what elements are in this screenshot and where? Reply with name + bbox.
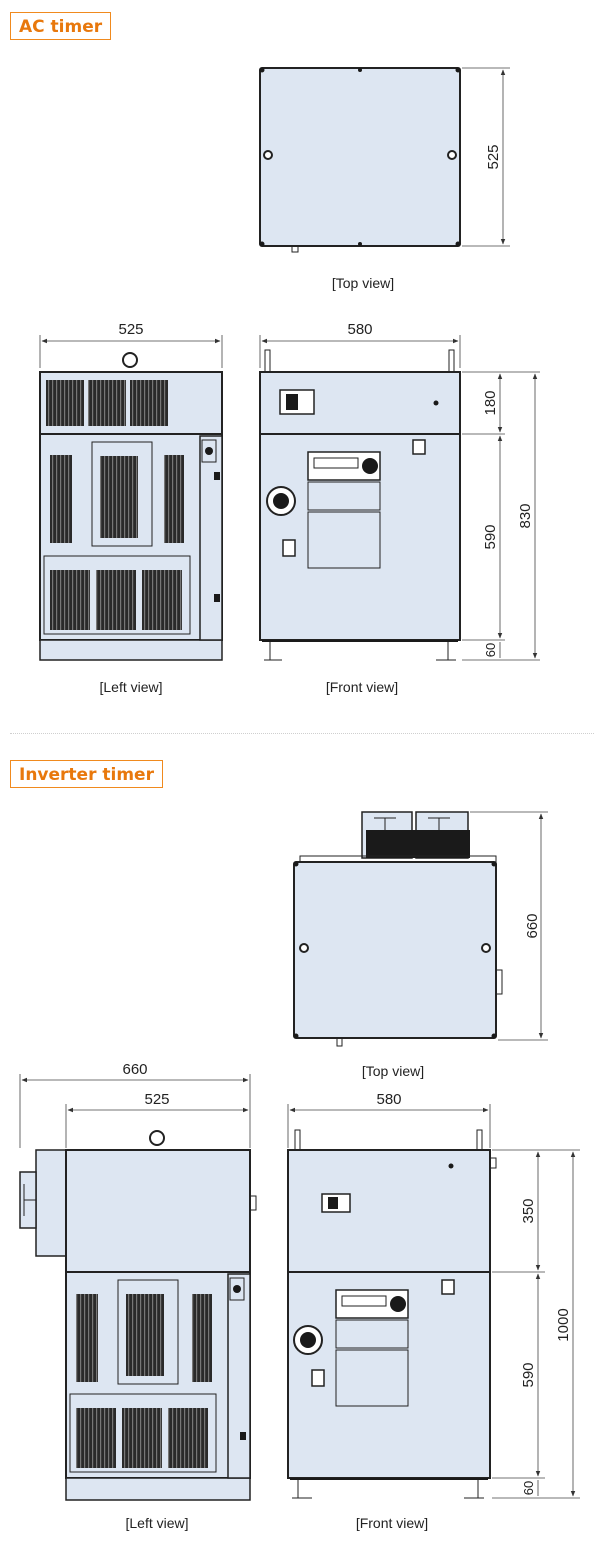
ac-front-dim-total: 830 [517,503,534,528]
ac-top-view [259,67,510,253]
inverter-front-dim-upper: 350 [520,1198,537,1223]
inverter-top-dim-depth: 660 [524,913,541,938]
inverter-left-dim-width: 525 [144,1091,169,1108]
inverter-timer-title: Inverter timer [10,760,163,788]
inverter-top-view [293,811,548,1047]
ac-top-caption: [Top view] [332,275,394,291]
inverter-front-dim-middle: 590 [520,1362,537,1387]
ac-front-dim-base: 60 [483,643,498,657]
ac-timer-title: AC timer [10,12,112,40]
ac-left-view [39,335,223,661]
inverter-front-dim-total: 1000 [555,1308,572,1341]
ac-front-caption: [Front view] [326,679,398,695]
inverter-left-view [19,1074,257,1501]
ac-top-dim-depth: 525 [485,144,502,169]
inverter-front-dim-width: 580 [376,1091,401,1108]
inverter-front-view [287,1104,580,1499]
inverter-front-dim-base: 60 [521,1481,536,1495]
ac-front-view [259,335,540,661]
ac-left-dim-width: 525 [118,321,143,338]
inverter-front-caption: [Front view] [356,1515,428,1531]
inverter-left-caption: [Left view] [125,1515,188,1531]
inverter-top-caption: [Top view] [362,1063,424,1079]
ac-front-dim-width: 580 [347,321,372,338]
ac-front-dim-upper: 180 [482,390,499,415]
ac-front-dim-middle: 590 [482,524,499,549]
inverter-left-dim-overall: 660 [122,1061,147,1078]
ac-left-caption: [Left view] [99,679,162,695]
section-divider [10,733,594,734]
